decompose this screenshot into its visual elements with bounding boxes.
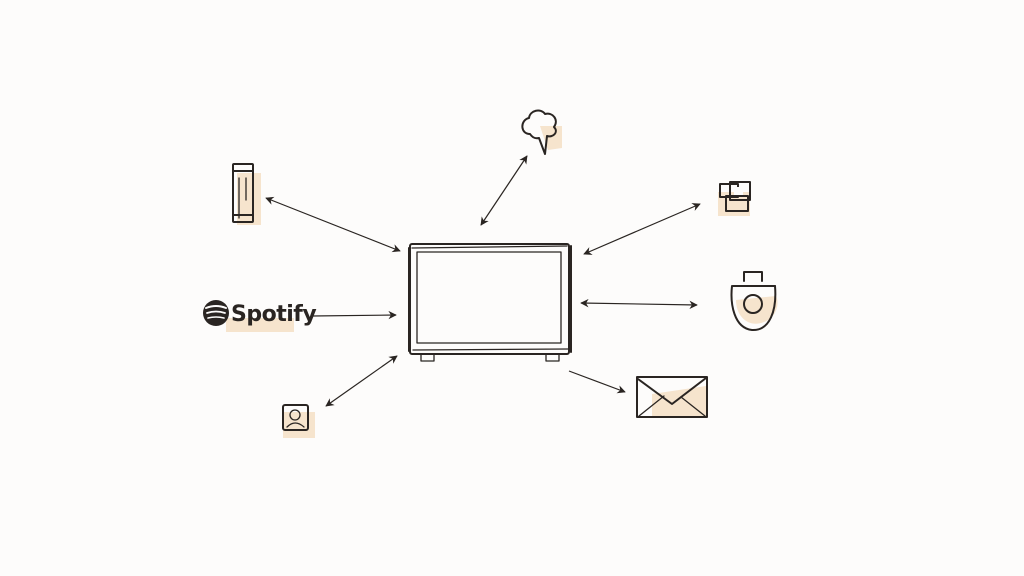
connector-spotify (311, 310, 397, 320)
connectors (265, 155, 701, 407)
camera-icon (730, 271, 778, 332)
photos-icon (718, 181, 751, 216)
spotify-icon: Spotify (203, 300, 317, 332)
connector-camera (580, 298, 698, 310)
mail-icon (636, 376, 708, 418)
phone-icon (232, 163, 261, 225)
connector-cloud (480, 155, 528, 226)
spotify-label: Spotify (231, 302, 316, 327)
contact-card-icon (282, 404, 315, 438)
connector-contact (325, 355, 398, 407)
monitor-icon (408, 243, 572, 362)
cloud-icon (521, 109, 562, 155)
connector-phone (265, 196, 401, 253)
connector-photos (583, 203, 701, 255)
connector-mail (568, 370, 626, 394)
